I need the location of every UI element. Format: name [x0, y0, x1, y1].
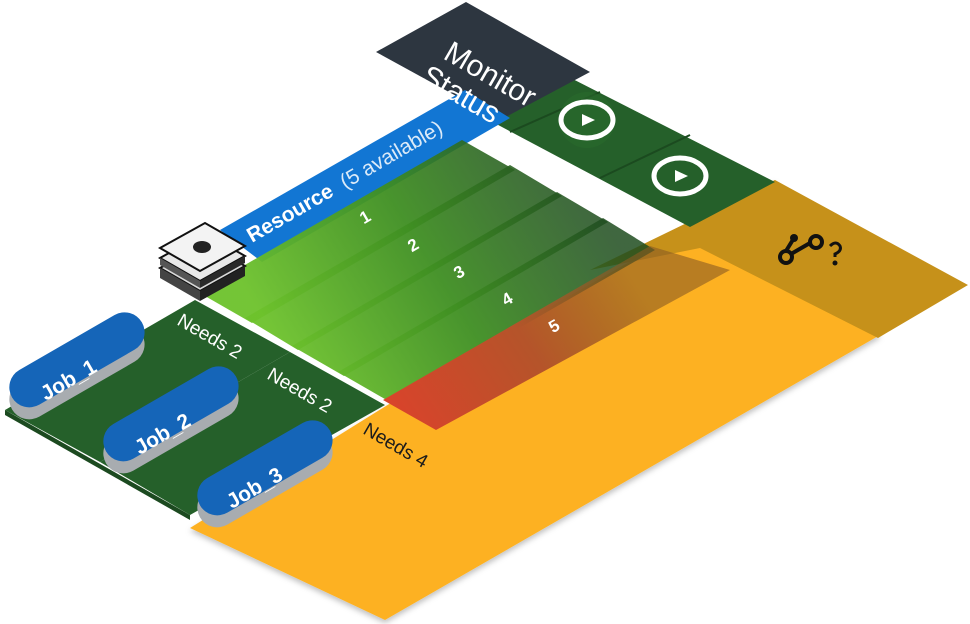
resource-stack-icon	[157, 221, 248, 301]
job-1-lane	[5, 300, 290, 462]
resource-slots	[198, 140, 730, 430]
monitor-status-header	[376, 2, 590, 120]
job-1-pill[interactable]: Job_1	[2, 305, 152, 427]
resource-header	[220, 90, 510, 262]
slot-3	[292, 192, 608, 376]
branch-question-icon[interactable]	[778, 234, 842, 266]
slot-2	[245, 165, 562, 350]
job-3-pill[interactable]: Job_3	[190, 413, 340, 535]
play-circle-icon[interactable]	[558, 92, 616, 148]
play-circle-icon[interactable]	[651, 155, 709, 197]
slot-1	[198, 140, 515, 323]
slot-4	[338, 218, 655, 402]
job-3-platform	[190, 180, 880, 620]
job-2-lane	[100, 352, 385, 515]
lane-edge	[5, 410, 190, 520]
slot-5	[383, 246, 730, 430]
